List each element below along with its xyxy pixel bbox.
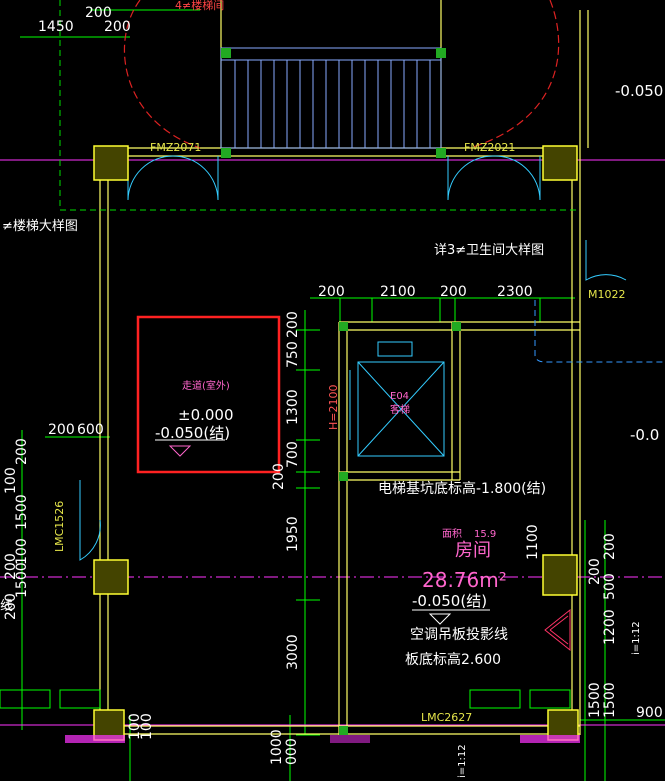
- door-label-m1022: M1022: [588, 288, 626, 301]
- vdim-right-1500a: 1500: [602, 682, 618, 718]
- level-right-top: -0.050: [615, 82, 664, 100]
- elevator-code: E04: [390, 391, 410, 402]
- door-label-lmc2627: LMC2627: [421, 711, 473, 724]
- room-level: -0.050(结): [412, 592, 488, 610]
- dim-top-200b: 200: [104, 19, 131, 35]
- vdim-right-1100: 1100: [525, 524, 541, 560]
- slope-label-b: i=1:12: [457, 744, 468, 778]
- dim-top-1450: 1450: [38, 19, 74, 35]
- vdim-mid-700: 700: [285, 441, 301, 468]
- elevator-type: 客梯: [390, 405, 410, 416]
- vdim-mid-3000: 3000: [285, 634, 301, 670]
- door-label-lmc1526: LMC1526: [53, 500, 66, 552]
- vdim-mid-200b: 200: [271, 463, 287, 490]
- slope-label-a: i=1:12: [631, 621, 642, 655]
- ramp-symbol: [544, 608, 571, 652]
- vdim-right-1500b: 1500: [587, 682, 603, 718]
- elevator-height: H=2100: [327, 384, 340, 430]
- vdim-left-200a: 200: [14, 438, 30, 465]
- vdim-right-200b: 200: [602, 533, 618, 560]
- ref-stair-detail: ≠楼梯大样图: [2, 219, 78, 234]
- door-label-fmz2071: FMZ2071: [150, 141, 202, 154]
- level-marker-corridor: [168, 445, 192, 457]
- stair-label-top: 4≠楼梯间: [175, 0, 225, 12]
- vdim-mid-1300: 1300: [285, 389, 301, 425]
- dim-top-200a: 200: [85, 5, 112, 21]
- dim-row-200b: 200: [440, 284, 467, 300]
- vdim-left-1500a: 1500: [14, 494, 30, 530]
- ref-toilet-detail: 详3≠卫生间大样图: [434, 243, 545, 258]
- elevator-pit-note: 电梯基坑底标高-1.800(结): [378, 481, 547, 497]
- slab-level-note: 板底标高2.600: [405, 652, 502, 668]
- dim-row-2100: 2100: [380, 284, 416, 300]
- ac-projection-note: 空调吊板投影线: [410, 627, 508, 643]
- boundary-dashed: [59, 0, 580, 211]
- vdim-bottom-1000: 1000: [269, 729, 285, 765]
- door-label-fmz2021: FMZ2021: [464, 141, 516, 154]
- room-area-num: 15.9: [474, 529, 497, 540]
- bottom-equipment: [0, 689, 571, 709]
- room-area: 28.76m²: [422, 568, 507, 592]
- vdim-mid-1950: 1950: [285, 516, 301, 552]
- corridor-level-1: ±0.000: [178, 406, 234, 424]
- room-name: 房间: [455, 540, 491, 561]
- room-area-tag: 面积: [442, 529, 462, 540]
- corridor-level-2: -0.050(结): [155, 424, 231, 442]
- vdim-bottom-100b: 100: [139, 713, 155, 740]
- corridor-highlight-box[interactable]: [136, 315, 281, 474]
- dim-row-2300: 2300: [497, 284, 533, 300]
- vdim-left-100a: 100: [3, 467, 19, 494]
- dim-left-200: 200: [48, 422, 75, 438]
- stair-treads: [220, 47, 442, 149]
- vdim-mid-200: 200: [285, 311, 301, 338]
- vdim-right-1200: 1200: [602, 609, 618, 645]
- left-edge-text: 线: [0, 599, 14, 614]
- ac-boundary-dashed: [534, 300, 665, 363]
- fire-zone-curve-left: [123, 0, 201, 149]
- fire-zone-curve-right: [469, 0, 560, 149]
- door-swings-top: [79, 155, 627, 561]
- walls: [99, 0, 589, 735]
- dim-right-900: 900: [636, 705, 663, 721]
- vdim-bottom-000: 000: [284, 738, 300, 765]
- corridor-name: 走道(室外): [182, 381, 230, 392]
- vdim-mid-750: 750: [285, 341, 301, 368]
- dimension-lines: [20, 9, 665, 781]
- elevator-car: [349, 341, 445, 457]
- dim-row-200a: 200: [318, 284, 345, 300]
- level-marker-room: [428, 613, 452, 625]
- level-right-mid: -0.0: [630, 426, 660, 444]
- dim-left-600: 600: [77, 422, 104, 438]
- vdim-right-200a: 200: [587, 558, 603, 585]
- vdim-right-500: 500: [602, 573, 618, 600]
